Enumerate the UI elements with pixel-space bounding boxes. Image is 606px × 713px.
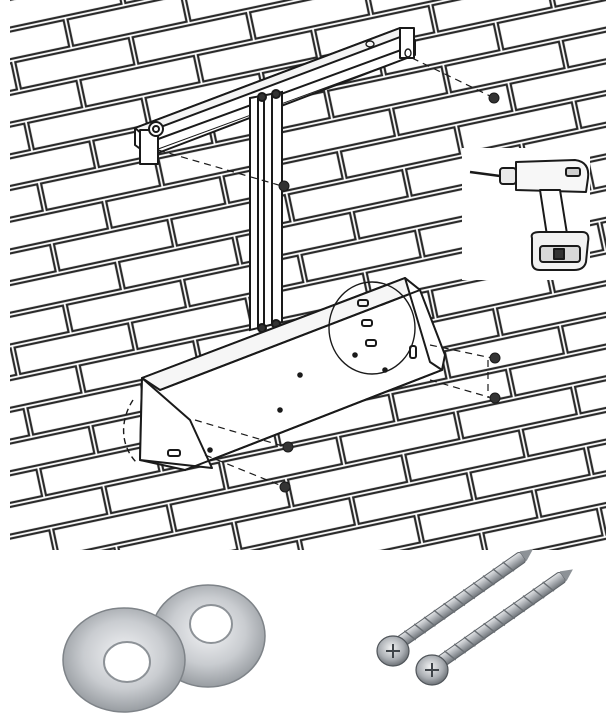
screw-icon [376,549,533,667]
flat-washers-image [62,584,266,713]
vertical-support-post [249,89,283,333]
washer-icon [62,607,186,713]
hex-screws-image [352,549,576,705]
alignment-lines [157,57,493,487]
lower-tray-bracket [139,277,446,471]
cordless-drill-icon [462,148,590,280]
detail-callout [122,281,416,463]
screw-icon [415,569,573,686]
mounting-screws [278,92,501,493]
